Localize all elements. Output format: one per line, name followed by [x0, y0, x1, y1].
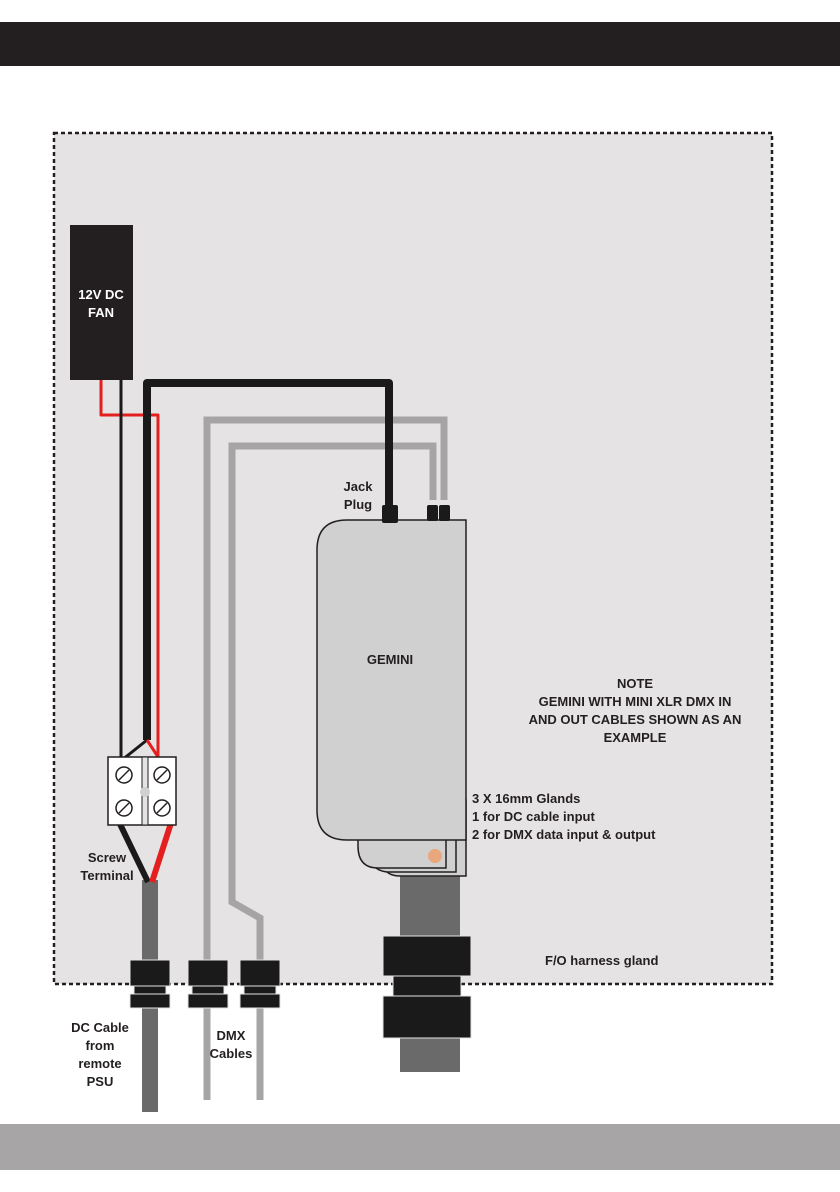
fo-harness-gland — [383, 936, 471, 1038]
glands-label-line1: 3 X 16mm Glands — [472, 791, 580, 806]
glands-label-line2: 1 for DC cable input — [472, 809, 595, 824]
jack-plug-connector — [382, 505, 398, 523]
screw-terminal-label-line2: Terminal — [80, 868, 133, 883]
dmx-cables-label-line2: Cables — [210, 1046, 253, 1061]
note-line4: EXAMPLE — [604, 730, 667, 745]
dmx-cables-label-line1: DMX — [217, 1028, 246, 1043]
cable-gland-dc — [130, 960, 170, 1008]
gemini-body — [317, 520, 466, 840]
fan-box — [70, 225, 133, 380]
screw-terminal — [108, 757, 176, 825]
note-line3: AND OUT CABLES SHOWN AS AN — [529, 712, 742, 727]
dc-cable-label-line1: DC Cable — [71, 1020, 129, 1035]
fan-label-line1: 12V DC — [78, 287, 124, 302]
dc-cable-label-line3: remote — [78, 1056, 121, 1071]
jack-plug-label-line1: Jack — [344, 479, 374, 494]
device-name: GEMINI — [367, 652, 413, 667]
glands-label-line3: 2 for DMX data input & output — [472, 827, 656, 842]
note-line1: NOTE — [617, 676, 653, 691]
jack-plug-label-line2: Plug — [344, 497, 372, 512]
dc-cable-label-line4: PSU — [87, 1074, 114, 1089]
screw-terminal-label-line1: Screw — [88, 850, 127, 865]
cable-gland-dmx-1 — [188, 960, 228, 1008]
dc-cable-label-line2: from — [86, 1038, 115, 1053]
fan-label-line2: FAN — [88, 305, 114, 320]
fo-gland-label: F/O harness gland — [545, 953, 658, 968]
cable-gland-dmx-2 — [240, 960, 280, 1008]
note-line2: GEMINI WITH MINI XLR DMX IN — [539, 694, 732, 709]
